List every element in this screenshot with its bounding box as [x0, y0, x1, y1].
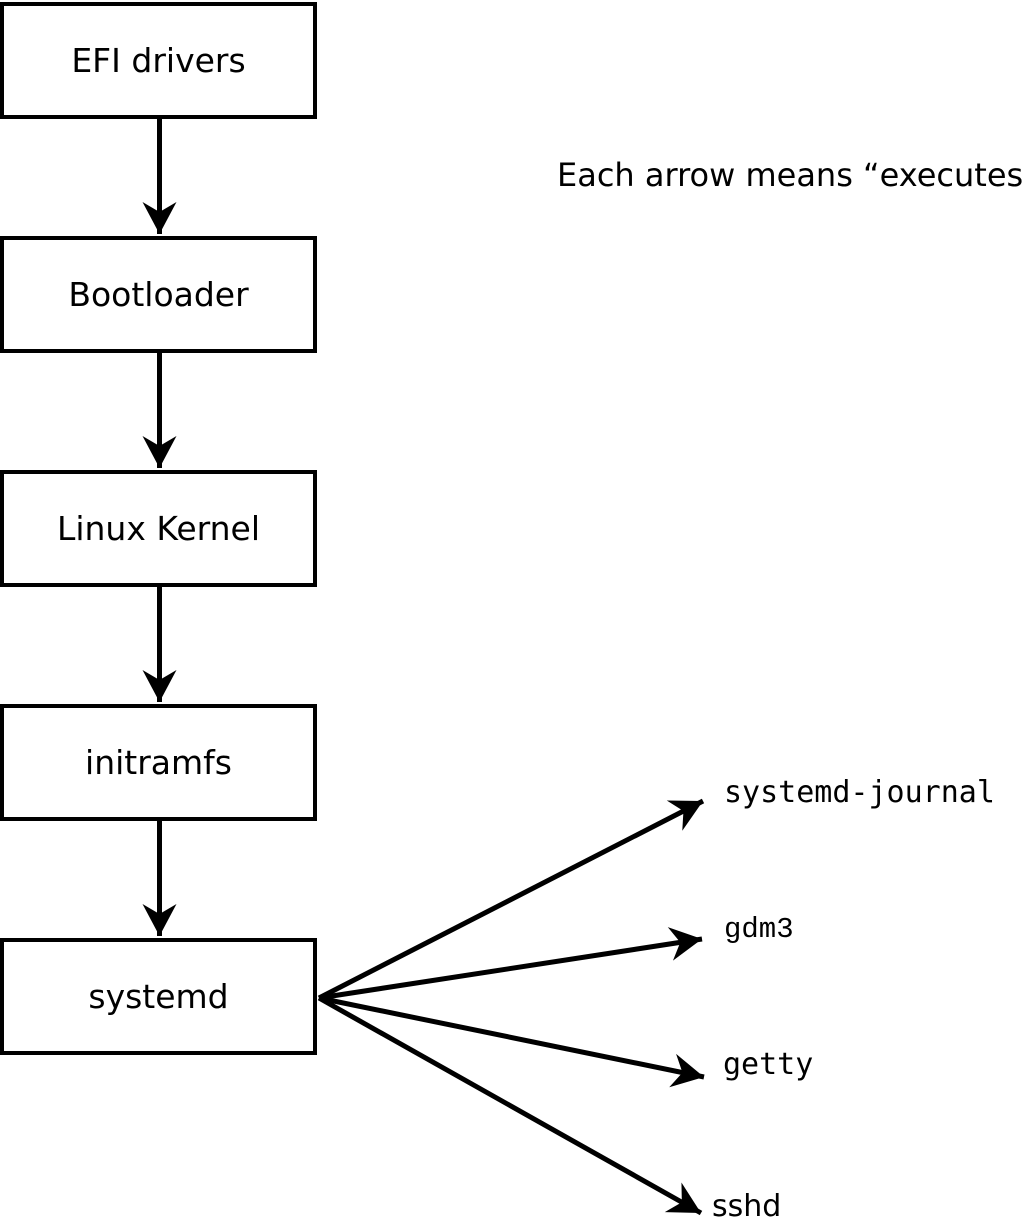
node-bootloader: Bootloader: [0, 236, 317, 353]
process-label-sshd: sshd: [712, 1189, 782, 1224]
arrow-systemd-to-journal-icon: [317, 798, 705, 1001]
node-systemd-label: systemd: [88, 977, 229, 1016]
node-efi-drivers-label: EFI drivers: [71, 41, 246, 80]
arrow-systemd-to-gdm3-icon: [318, 927, 703, 1001]
node-initramfs-label: initramfs: [85, 743, 232, 782]
process-label-gdm3: gdm3: [724, 913, 794, 946]
node-bootloader-label: Bootloader: [68, 275, 249, 314]
arrow-meaning-annotation: Each arrow means “executes”.: [557, 156, 1023, 194]
process-label-getty: getty: [723, 1047, 814, 1082]
arrow-systemd-to-sshd-icon: [317, 995, 703, 1216]
node-linux-kernel-label: Linux Kernel: [56, 509, 261, 548]
node-linux-kernel: Linux Kernel: [0, 470, 317, 587]
arrow-systemd-to-getty-icon: [318, 995, 705, 1088]
node-systemd: systemd: [0, 938, 317, 1055]
process-label-systemd-journal: systemd-journal: [724, 775, 995, 810]
node-efi-drivers: EFI drivers: [0, 2, 317, 119]
node-initramfs: initramfs: [0, 704, 317, 821]
